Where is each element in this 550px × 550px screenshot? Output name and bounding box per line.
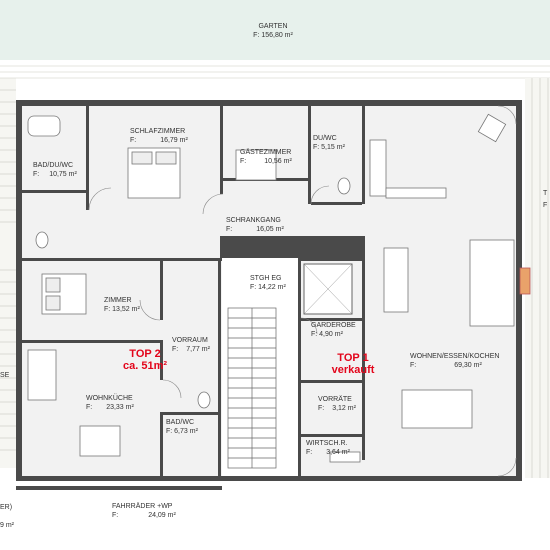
garden-area xyxy=(0,0,550,60)
sofa-wohnkueche xyxy=(27,349,57,401)
garden-label: GARTEN F: 156,80 m² xyxy=(253,22,293,40)
room-baddu: BAD/DU/WC F: 10,75 m² xyxy=(33,162,77,178)
fireplace xyxy=(519,267,531,295)
edge-text-bottom-left-area: 9 m² xyxy=(0,522,14,529)
room-wohnen: WOHNEN/ESSEN/KOCHEN F: 69,30 m² xyxy=(410,353,500,369)
room-vorraum: VORRAUM F: 7,77 m² xyxy=(172,337,210,353)
room-zimmer: ZIMMER F: 13,52 m² xyxy=(104,297,140,313)
kitchen-counter xyxy=(469,239,515,327)
toilet-bad xyxy=(197,391,211,409)
room-gaestezimmer: GÄSTEZIMMER F: 10,56 m² xyxy=(240,149,292,165)
garden-area: F: 156,80 m² xyxy=(253,32,293,39)
garden-name: GARTEN xyxy=(258,23,288,30)
room-schrankgang: SCHRANKGANG F: 16,05 m² xyxy=(226,217,284,233)
interior-walls xyxy=(22,104,365,476)
room-wirtsch: WIRTSCH.R. F: 3,64 m² xyxy=(306,440,350,456)
room-bad: BAD/WC F: 6,73 m² xyxy=(166,419,198,435)
room-wohnkueche: WOHNKÜCHE F: 23,33 m² xyxy=(86,395,134,411)
sofa-wohnen xyxy=(369,139,387,197)
unit-top1-label: TOP 1 verkauft xyxy=(331,352,375,376)
room-stgh: STGH EG F: 14,22 m² xyxy=(250,275,286,291)
room-fahrraeder: FAHRRÄDER +WP F: 24,09 m² xyxy=(112,503,176,519)
exterior-walls xyxy=(16,100,522,490)
armchair xyxy=(477,113,507,143)
terrace-left xyxy=(0,78,16,468)
dining-table-wohnkueche xyxy=(79,425,121,457)
edge-text-left: SE xyxy=(0,372,10,379)
counter-wirtsch xyxy=(329,451,361,463)
furniture xyxy=(27,113,531,463)
terrace-right xyxy=(525,78,550,478)
edge-text-right-top: T xyxy=(543,190,548,197)
bathtub xyxy=(27,115,61,137)
edge-text-right-f: F xyxy=(543,202,548,209)
room-vorraete: VORRÄTE F: 3,12 m² xyxy=(318,396,356,412)
elevator xyxy=(303,263,353,315)
room-name: SCHLAFZIMMER xyxy=(130,128,186,135)
unit-top2-label: TOP 2 ca. 51m² xyxy=(122,348,168,372)
kitchen-island xyxy=(401,389,473,429)
toilet-duwc xyxy=(337,177,351,195)
bed-gaestezimmer xyxy=(235,149,277,181)
terrace-top xyxy=(0,65,550,79)
dining-table-wohnen xyxy=(383,247,409,313)
edge-text-bottom-left: ER) xyxy=(0,504,13,511)
sideboard-wohnen xyxy=(385,187,447,199)
room-garderobe: GARDEROBE F: 4,90 m² xyxy=(311,322,356,338)
door-swings xyxy=(88,105,517,477)
room-schlafzimmer: SCHLAFZIMMER F: 16,79 m² xyxy=(130,128,188,144)
toilet-baddu xyxy=(35,231,49,249)
staircase xyxy=(227,307,277,469)
room-duwc: DU/WC F: 5,15 m² xyxy=(313,135,345,151)
